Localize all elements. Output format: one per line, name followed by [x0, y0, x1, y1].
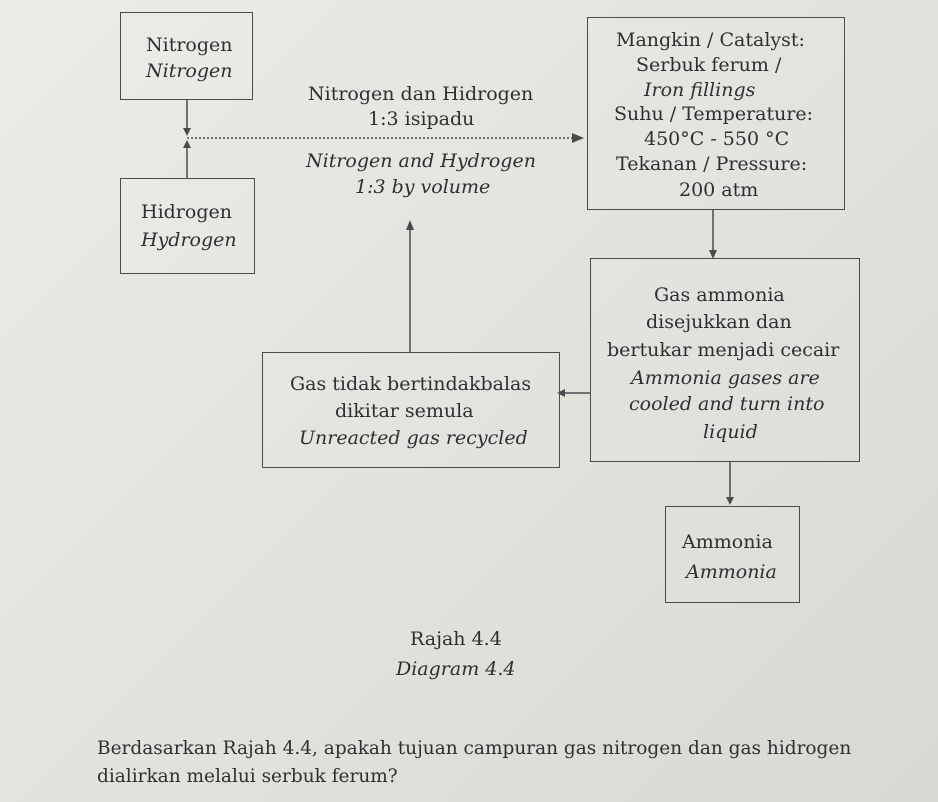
nitrogen-label-ms: Nitrogen	[146, 34, 233, 56]
mixture-label-ms-line2: 1:3 isipadu	[368, 108, 475, 130]
cooling-line-1: Gas ammonia	[654, 284, 785, 306]
arrowhead-nitrogen-down	[183, 128, 191, 136]
cooling-line-4: Ammonia gases are	[631, 367, 820, 389]
nitrogen-label-en: Nitrogen	[146, 60, 233, 82]
cooling-line-6: liquid	[703, 421, 758, 443]
arrowhead-recycle-up	[406, 220, 414, 230]
catalyst-line-3: Iron fillings	[644, 79, 756, 101]
cooling-line-2: disejukkan dan	[646, 311, 792, 333]
recycle-box: Gas tidak bertindakbalas dikitar semula …	[262, 352, 560, 468]
hydrogen-box: Hidrogen Hydrogen	[120, 178, 255, 274]
ammonia-box: Ammonia Ammonia	[665, 506, 800, 603]
arrowhead-to-recycle	[557, 389, 565, 397]
mixture-label-en-line1: Nitrogen and Hydrogen	[306, 150, 536, 172]
catalyst-box: Mangkin / Catalyst: Serbuk ferum / Iron …	[587, 17, 845, 210]
catalyst-line-5: 450°C - 550 °C	[644, 128, 790, 150]
cooling-line-3: bertukar menjadi cecair	[607, 339, 840, 361]
nitrogen-box: Nitrogen Nitrogen	[120, 12, 253, 100]
question-line-2: dialirkan melalui serbuk ferum?	[97, 766, 398, 787]
mixture-label-en-line2: 1:3 by volume	[355, 176, 491, 198]
catalyst-line-6: Tekanan / Pressure:	[616, 153, 808, 175]
question-line-1: Berdasarkan Rajah 4.4, apakah tujuan cam…	[97, 738, 852, 759]
catalyst-line-1: Mangkin / Catalyst:	[616, 29, 805, 51]
hydrogen-label-en: Hydrogen	[141, 229, 237, 251]
mixture-label-ms-line1: Nitrogen dan Hidrogen	[308, 83, 534, 105]
cooling-box: Gas ammonia disejukkan dan bertukar menj…	[590, 258, 860, 462]
catalyst-line-4: Suhu / Temperature:	[614, 103, 814, 125]
caption-ms: Rajah 4.4	[410, 628, 502, 650]
hydrogen-label-ms: Hidrogen	[141, 201, 232, 223]
arrowhead-hydrogen-up	[183, 140, 191, 148]
ammonia-label-en: Ammonia	[686, 561, 777, 583]
catalyst-line-2: Serbuk ferum /	[636, 54, 782, 76]
caption-en: Diagram 4.4	[396, 658, 516, 680]
recycle-line-1: Gas tidak bertindakbalas	[290, 373, 532, 395]
arrowhead-to-catalyst	[572, 133, 584, 143]
catalyst-line-7: 200 atm	[679, 179, 759, 201]
recycle-line-3: Unreacted gas recycled	[299, 427, 528, 449]
arrowhead-to-cooling	[709, 250, 717, 259]
cooling-line-5: cooled and turn into	[629, 393, 825, 415]
arrowhead-to-ammonia	[726, 497, 734, 505]
ammonia-label-ms: Ammonia	[682, 531, 773, 553]
recycle-line-2: dikitar semula	[335, 400, 474, 422]
